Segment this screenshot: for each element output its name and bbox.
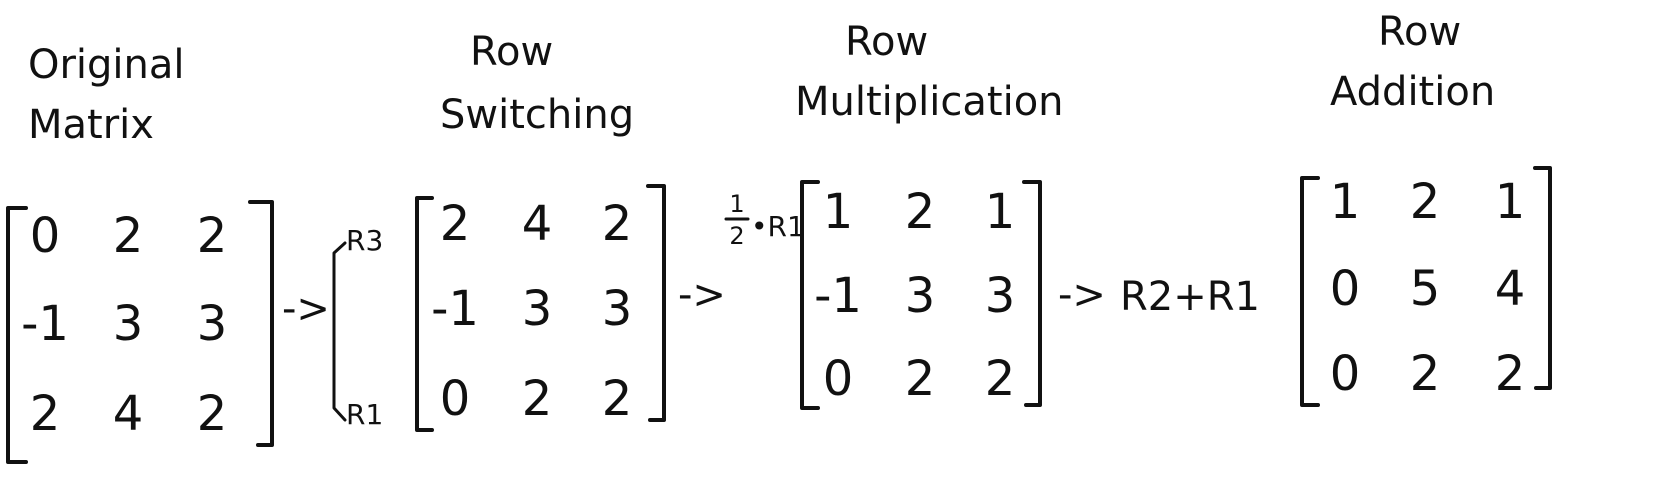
matrix-cell: 2: [602, 371, 633, 427]
heading-original-line2: Matrix: [28, 102, 154, 148]
matrix-cell: 3: [905, 268, 936, 324]
matrix-cell: 3: [602, 281, 633, 337]
matrix-cell: -1: [431, 281, 479, 337]
matrix-addition-left-bracket: [1300, 176, 1320, 407]
matrix-cell: -1: [21, 296, 69, 352]
matrix-cell: 4: [1495, 261, 1526, 317]
matrix-cell: 4: [522, 196, 553, 252]
matrix-cell: -1: [814, 268, 862, 324]
heading-multiplication-line1: Row: [845, 19, 928, 65]
matrix-cell: 3: [113, 296, 144, 352]
matrix-cell: 3: [522, 281, 553, 337]
matrix-addition: 1 2 1 0 5 4 0 2 2: [1300, 166, 1552, 407]
matrix-cell: 0: [823, 351, 854, 407]
arrow-2: ->: [678, 272, 726, 318]
factor-row: •R1: [751, 210, 805, 243]
row-multiply-factor: 1 2 •R1: [724, 190, 805, 250]
matrix-cell: 2: [905, 351, 936, 407]
matrix-cell: 2: [440, 196, 471, 252]
matrix-cell: 2: [602, 196, 633, 252]
matrix-original: 0 2 2 -1 3 3 2 4 2: [6, 200, 274, 464]
matrix-original-right-bracket: [248, 200, 274, 447]
matrix-original-left-bracket: [6, 206, 28, 464]
matrix-multiplication-left-bracket: [800, 180, 820, 410]
matrix-cell: 3: [985, 268, 1016, 324]
arrow-3: ->: [1058, 272, 1106, 318]
matrix-cell: 0: [1330, 261, 1361, 317]
matrix-cell: 2: [197, 208, 228, 264]
matrix-switching-right-bracket: [646, 184, 666, 422]
heading-addition-line2: Addition: [1330, 69, 1495, 115]
matrix-cell: 0: [440, 371, 471, 427]
matrix-cell: 2: [197, 386, 228, 442]
matrix-cell: 4: [113, 386, 144, 442]
matrix-cell: 0: [30, 208, 61, 264]
matrix-cell: 2: [985, 351, 1016, 407]
matrix-cell: 3: [197, 296, 228, 352]
row-add-operation: R2+R1: [1120, 274, 1260, 320]
row-switch-indicator: R3 R1: [332, 224, 383, 431]
row-switch-bottom: R1: [346, 398, 383, 431]
matrix-cell: 0: [1330, 346, 1361, 402]
matrix-cell: 2: [905, 184, 936, 240]
matrix-cell: 2: [522, 371, 553, 427]
heading-original-line1: Original: [28, 42, 185, 88]
matrix-cell: 2: [1410, 346, 1441, 402]
matrix-cell: 1: [1495, 174, 1526, 230]
matrix-cell: 5: [1410, 261, 1441, 317]
row-switch-bracket: [332, 241, 347, 422]
row-switch-top: R3: [346, 224, 383, 257]
matrix-multiplication: 1 2 1 -1 3 3 0 2 2: [800, 180, 1042, 410]
matrix-cell: 2: [1410, 174, 1441, 230]
factor-denominator: 2: [729, 222, 744, 250]
matrix-cell: 1: [985, 184, 1016, 240]
matrix-addition-right-bracket: [1533, 166, 1552, 390]
heading-switching-line2: Switching: [440, 92, 634, 138]
matrix-cell: 2: [113, 208, 144, 264]
factor-numerator: 1: [729, 190, 744, 218]
matrix-cell: 2: [1495, 346, 1526, 402]
matrix-switching-left-bracket: [415, 196, 434, 432]
matrix-cell: 1: [1330, 174, 1361, 230]
matrix-switching: 2 4 2 -1 3 3 0 2 2: [415, 184, 666, 432]
heading-multiplication-line2: Multiplication: [795, 79, 1064, 125]
arrow-1: ->: [282, 286, 330, 332]
matrix-cell: 2: [30, 386, 61, 442]
heading-switching-line1: Row: [470, 29, 553, 75]
heading-addition-line1: Row: [1378, 9, 1461, 55]
matrix-multiplication-right-bracket: [1022, 180, 1042, 407]
matrix-cell: 1: [823, 184, 854, 240]
